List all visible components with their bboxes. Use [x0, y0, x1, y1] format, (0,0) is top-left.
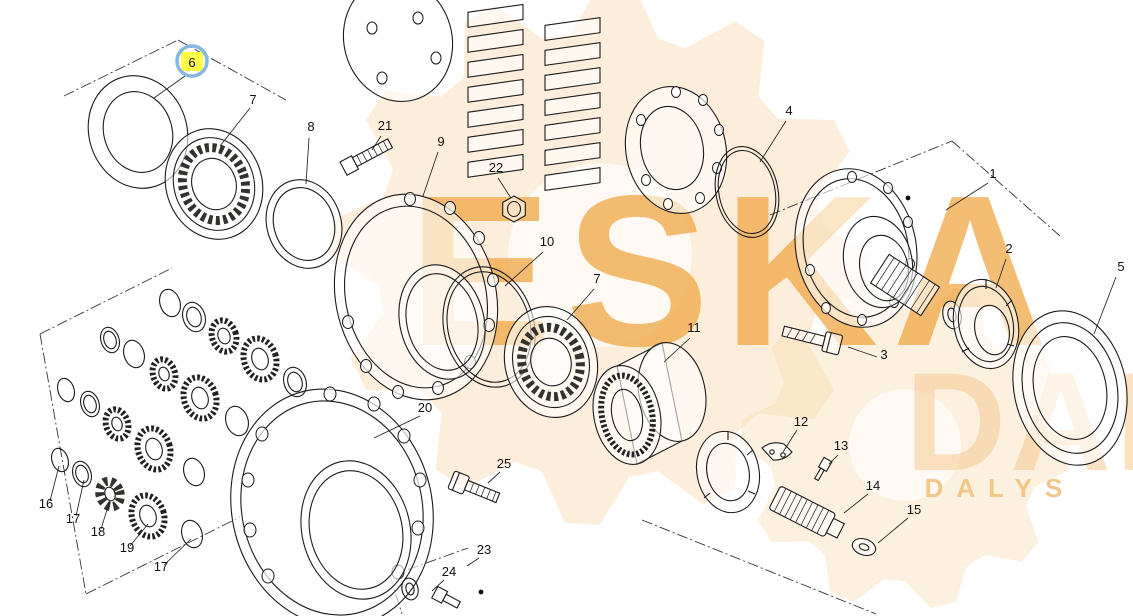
- part-label-20[interactable]: 20: [418, 400, 432, 415]
- spline-band-rear: [544, 17, 601, 192]
- spline-band-front: [467, 3, 524, 178]
- part-label-23[interactable]: 23: [477, 542, 491, 557]
- part-label-8[interactable]: 8: [307, 119, 314, 134]
- callout-labels: 6 7 8 21 9 22 10 7 11 4 1 2 3 5 12 13 14…: [39, 55, 1125, 579]
- part-label-11[interactable]: 11: [687, 320, 701, 335]
- part-label-5[interactable]: 5: [1117, 259, 1124, 274]
- watermark-text-secondary-small: DALYS: [925, 473, 1076, 503]
- part-label-1[interactable]: 1: [989, 166, 996, 181]
- part-label-9[interactable]: 9: [437, 134, 444, 149]
- part-label-15[interactable]: 15: [907, 502, 921, 517]
- part-label-10[interactable]: 10: [540, 234, 554, 249]
- part-label-4[interactable]: 4: [785, 103, 792, 118]
- part-label-19[interactable]: 19: [120, 540, 134, 555]
- part-7-bearing-a: [164, 128, 264, 240]
- part-1-reference-dot: [905, 195, 911, 201]
- highlight-fill: [181, 52, 203, 71]
- part-20-hub-drum: [230, 386, 434, 616]
- planetary-gear-cluster: [50, 288, 307, 549]
- part-label-12[interactable]: 12: [794, 414, 808, 429]
- part-3-bolt: [781, 325, 844, 356]
- part-label-18[interactable]: 18: [91, 524, 105, 539]
- part-23-24-fasteners: [401, 577, 484, 609]
- part-21-bolt: [339, 138, 394, 176]
- part-25-bolt: [447, 470, 501, 504]
- part-6-seal: [87, 75, 189, 189]
- part-label-3[interactable]: 3: [880, 347, 887, 362]
- part-label-17a[interactable]: 17: [66, 511, 80, 526]
- axle-housing: [342, 0, 728, 215]
- part-label-24[interactable]: 24: [442, 564, 456, 579]
- part-12-lock-plate: [761, 442, 793, 461]
- part-11-splined-sleeve: [592, 342, 707, 465]
- part-label-7a[interactable]: 7: [249, 92, 256, 107]
- part-label-22[interactable]: 22: [489, 160, 503, 175]
- part-1-spline-section: [869, 253, 941, 317]
- part-24-reference-dot: [478, 589, 484, 595]
- part-4-snap-ring: [714, 145, 780, 239]
- part-15-clip: [851, 537, 877, 557]
- part-label-6[interactable]: 6: [188, 55, 195, 70]
- part-label-2[interactable]: 2: [1005, 241, 1012, 256]
- part-label-17b[interactable]: 17: [154, 559, 168, 574]
- castellated-nut: [695, 430, 761, 514]
- part-label-7b[interactable]: 7: [593, 271, 600, 286]
- part-label-16[interactable]: 16: [39, 496, 53, 511]
- highlight-ring-icon: [175, 44, 209, 78]
- part-label-13[interactable]: 13: [834, 438, 848, 453]
- watermark-gear-large-hub: [508, 163, 692, 347]
- part-label-21[interactable]: 21: [378, 118, 392, 133]
- part-9-hub-carrier: [333, 192, 499, 401]
- part-1-drive-flange: [794, 168, 962, 330]
- part-5-seal: [1012, 310, 1128, 466]
- part-14-splined-shaft: [769, 486, 846, 539]
- leader-lines: [49, 75, 1117, 592]
- part-label-6-highlight[interactable]: [175, 44, 209, 78]
- part-2-ring-nut: [952, 278, 1020, 370]
- part-7-bearing-b: [503, 305, 599, 419]
- part-label-14[interactable]: 14: [866, 478, 880, 493]
- part-13-bolt: [813, 456, 833, 482]
- part-label-25[interactable]: 25: [497, 456, 511, 471]
- watermark-gear-small-hub: [849, 389, 961, 501]
- part-8-gasket: [265, 179, 343, 269]
- part-22-nut: [502, 195, 526, 223]
